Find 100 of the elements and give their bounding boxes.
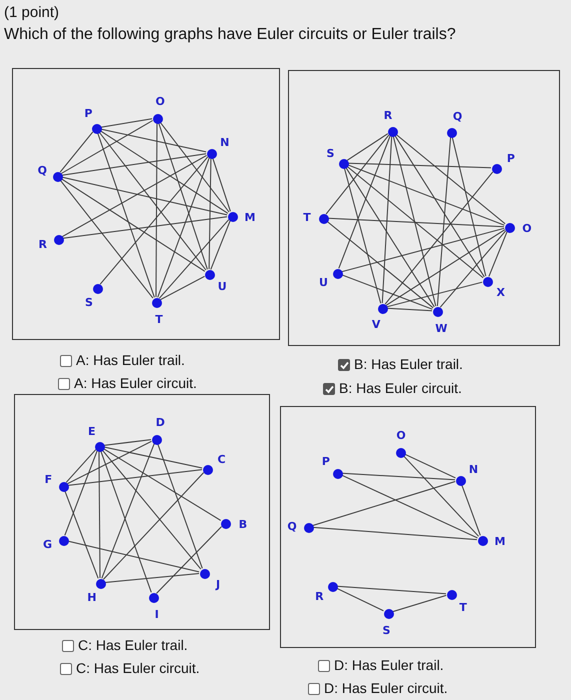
graph-edge <box>386 282 483 308</box>
vertex-label: V <box>370 318 382 332</box>
vertex-label: P <box>320 455 331 470</box>
graph-vertex <box>207 136 231 159</box>
graph-edge <box>98 450 100 578</box>
graph-edge <box>60 179 154 299</box>
graph-vertex <box>36 164 63 182</box>
answer-option: C: Has Euler circuit. <box>76 660 200 676</box>
graph-edge <box>326 134 390 215</box>
graph-edge <box>312 481 456 526</box>
graph-vertex <box>382 108 398 137</box>
vertex-label: D <box>154 416 166 430</box>
graph-edge <box>347 164 505 226</box>
answer-option: D: Has Euler circuit. <box>324 680 448 696</box>
graph-vertex <box>301 211 329 226</box>
graph-vertex <box>320 455 343 479</box>
answer-option: A: Has Euler circuit. <box>74 375 197 391</box>
vertex-label: O <box>395 429 407 443</box>
graph-edge <box>101 443 155 579</box>
graph-edge <box>488 231 508 277</box>
graph-edge <box>102 448 222 521</box>
graph-edge <box>102 449 202 570</box>
vertex-label: N <box>468 462 480 476</box>
vertex-label: R <box>38 238 48 252</box>
graph-edge <box>394 134 485 278</box>
answer-option: A: Has Euler trail. <box>76 352 185 368</box>
vertex-label: C <box>216 452 227 467</box>
graph-edge <box>61 176 228 216</box>
answer-option: B: Has Euler trail. <box>354 356 463 372</box>
graph-edge <box>68 469 202 486</box>
answer-option: D: Has Euler trail. <box>334 657 444 673</box>
graph-edge <box>60 131 94 173</box>
graph-edge <box>62 216 228 239</box>
question-text: Which of the following graphs have Euler circuits or Euler trails? <box>4 26 456 44</box>
graph-edge <box>60 120 154 174</box>
graph-edge <box>212 157 231 212</box>
graph-vertex <box>395 429 407 458</box>
graph-edge <box>336 588 384 612</box>
graph-edge <box>348 162 492 168</box>
graph-edge <box>158 219 230 299</box>
graph-edge <box>100 118 153 128</box>
graph-edge <box>440 230 506 308</box>
vertex-label: E <box>86 425 96 440</box>
graph-edge <box>103 446 203 468</box>
vertex-label: X <box>496 286 506 300</box>
vertex-label: Q <box>452 110 464 124</box>
graph-edge <box>64 450 98 536</box>
graph-edge <box>386 229 506 306</box>
graph-panel <box>280 406 536 648</box>
graph-vertex <box>82 107 102 134</box>
graph-edge <box>62 154 208 238</box>
graph-vertex <box>492 152 517 174</box>
graph-edge <box>156 526 222 594</box>
graph-edge <box>392 135 436 307</box>
vertex-label: H <box>86 591 98 606</box>
graph-edge <box>346 166 484 278</box>
graph-panel <box>12 68 280 340</box>
graph-edge <box>61 153 207 176</box>
vertex-label: T <box>154 312 164 327</box>
graph-edge <box>344 167 382 304</box>
graph-edge <box>64 490 99 579</box>
graph-edge <box>160 276 206 300</box>
vertex-label: Q <box>286 520 298 534</box>
vertex-label: P <box>83 107 94 122</box>
graph-edge <box>392 594 447 612</box>
vertex-label: I <box>154 608 160 622</box>
graph-edge <box>104 573 200 583</box>
graph-vertex <box>153 95 166 124</box>
graph-edge <box>342 472 456 480</box>
graph-edge <box>336 586 446 594</box>
vertex-label: R <box>382 108 394 123</box>
graph-edge <box>100 130 228 214</box>
graph-edge <box>60 178 206 272</box>
graph-edge <box>100 450 152 593</box>
vertex-label: S <box>326 146 336 161</box>
graph-edge <box>382 136 392 304</box>
graph-edge <box>345 166 435 308</box>
graph-edge <box>157 157 210 298</box>
graph-edge <box>160 122 230 212</box>
graph-edge <box>158 122 208 270</box>
graph-edge <box>156 122 158 298</box>
vertex-label: B <box>238 518 248 532</box>
graph-edge <box>100 128 207 152</box>
vertex-label: Q <box>36 164 48 178</box>
vertex-label: J <box>214 578 222 592</box>
graph-edge <box>461 484 481 536</box>
graph-edge <box>436 136 452 306</box>
graph-edge <box>346 133 388 161</box>
vertex-label: O <box>521 222 533 236</box>
vertex-label: U <box>216 280 228 294</box>
graph-edge <box>402 455 480 537</box>
vertex-label: T <box>458 600 468 615</box>
vertex-label: N <box>219 136 230 150</box>
graph-edge <box>157 443 203 569</box>
graph-edge <box>341 274 433 310</box>
graph-edge <box>386 308 432 312</box>
vertex-label: F <box>44 473 54 488</box>
vertex-label: T <box>302 211 312 226</box>
graph-edge <box>67 540 200 572</box>
graph-edge <box>452 136 486 277</box>
